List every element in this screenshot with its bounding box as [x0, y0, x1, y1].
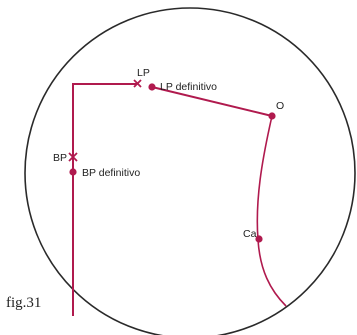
reference-l-line: [72, 83, 137, 316]
bp-label: BP: [53, 152, 67, 164]
bp-definitivo-label: BP definitivo: [82, 167, 140, 179]
bp-cross-icon: [68, 152, 78, 162]
o-point-icon: [268, 112, 276, 120]
lp-definitivo-label: LP definitivo: [160, 81, 217, 93]
o-to-ca-curve: [256, 115, 287, 307]
o-label: O: [276, 100, 284, 112]
figure-caption: fig.31: [6, 295, 41, 311]
lp-to-o-line: [151, 86, 273, 117]
ca-point-icon: [255, 235, 263, 243]
field-circle: [24, 7, 356, 335]
lp-label: LP: [137, 67, 150, 79]
bp-definitivo-point-icon: [69, 168, 77, 176]
lp-definitivo-point-icon: [148, 83, 156, 91]
ca-label: Ca: [243, 228, 257, 240]
lp-cross-icon: [133, 79, 142, 88]
